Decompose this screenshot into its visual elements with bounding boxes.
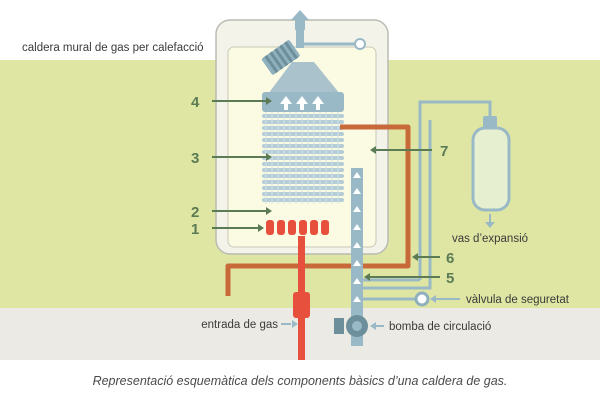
coil-tube xyxy=(262,198,344,202)
burner-flame xyxy=(288,220,296,235)
burner-flame xyxy=(277,220,285,235)
coil-tube xyxy=(262,186,344,190)
coil-tube xyxy=(262,126,344,130)
leader-arrow-2-icon xyxy=(266,207,272,215)
flow-arrow-up-icon xyxy=(353,242,361,248)
coil-tube xyxy=(262,156,344,160)
pump-arrow-icon xyxy=(370,322,376,330)
burner-flame xyxy=(266,220,274,235)
gas-inlet-arrow-icon xyxy=(292,320,298,328)
flue-exhaust-arrow-icon xyxy=(291,10,309,30)
callout-number-6: 6 xyxy=(446,250,454,267)
coil-tube xyxy=(262,150,344,154)
flue-pipe xyxy=(296,30,304,48)
flow-arrow-up-icon xyxy=(353,296,361,302)
expansion-vessel-label: vas d’expansió xyxy=(452,233,528,245)
leader-arrow-7-icon xyxy=(370,146,376,154)
safety-valve-arrow-icon xyxy=(430,295,436,303)
coil-tube xyxy=(262,192,344,196)
leader-arrow-5-icon xyxy=(364,273,370,281)
expansion-outer-line xyxy=(363,120,432,290)
coil-tube xyxy=(262,138,344,142)
flow-arrow-up-icon xyxy=(353,278,361,284)
leader-arrow-1-icon xyxy=(258,224,264,232)
heat-exchanger-coil xyxy=(262,112,344,204)
flue-arrow-icon xyxy=(312,96,324,110)
coil-tube xyxy=(262,120,344,124)
fan-blower-icon xyxy=(261,40,300,75)
expansion-vessel-neck xyxy=(483,116,497,128)
circulation-pump-label: bomba de circulació xyxy=(389,321,491,333)
flow-arrow-up-icon xyxy=(353,172,361,178)
gas-inlet-label: entrada de gas xyxy=(201,319,278,331)
gas-valve xyxy=(293,292,310,318)
flow-arrow-up-icon xyxy=(353,260,361,266)
leader-arrow-6-icon xyxy=(412,253,418,261)
diagram-title: caldera mural de gas per calefacció xyxy=(22,42,204,54)
burner-flame xyxy=(321,220,329,235)
callout-number-3: 3 xyxy=(191,150,199,167)
burner-flame xyxy=(299,220,307,235)
callout-number-7: 7 xyxy=(440,143,448,160)
flow-arrow-up-icon xyxy=(353,224,361,230)
coil-tube xyxy=(262,114,344,118)
coil-tube xyxy=(262,144,344,148)
leader-arrow-4-icon xyxy=(266,97,272,105)
safety-valve-label: vàlvula de seguretat xyxy=(466,294,570,306)
flow-arrow-up-icon xyxy=(353,188,361,194)
flue-cap-icon xyxy=(354,38,366,50)
figure-caption: Representació esquemàtica dels component… xyxy=(92,374,508,388)
callout-number-5: 5 xyxy=(446,270,454,287)
burner-flame xyxy=(310,220,318,235)
hot-water-outlet-pipe xyxy=(225,124,411,296)
pump-motor xyxy=(334,318,344,334)
pump-rotor xyxy=(352,321,362,331)
expansion-pointer-icon xyxy=(485,222,495,228)
return-flow-arrows xyxy=(353,172,361,302)
coil-tube xyxy=(262,180,344,184)
coil-tube xyxy=(262,168,344,172)
flue-arrow-icon xyxy=(296,96,308,110)
callout-number-4: 4 xyxy=(191,94,200,111)
coil-tube xyxy=(262,132,344,136)
combustion-hood xyxy=(268,62,340,94)
expansion-line xyxy=(418,100,492,280)
coil-tube xyxy=(262,174,344,178)
coil-tube xyxy=(262,162,344,166)
caption-background xyxy=(0,360,600,400)
callout-number-2: 2 xyxy=(191,204,199,221)
flue-arrow-icon xyxy=(280,96,292,110)
callout-number-1: 1 xyxy=(191,221,199,238)
flow-arrow-up-icon xyxy=(353,206,361,212)
leader-arrow-3-icon xyxy=(266,153,272,161)
expansion-vessel xyxy=(471,126,511,212)
safety-valve-icon xyxy=(414,291,430,307)
